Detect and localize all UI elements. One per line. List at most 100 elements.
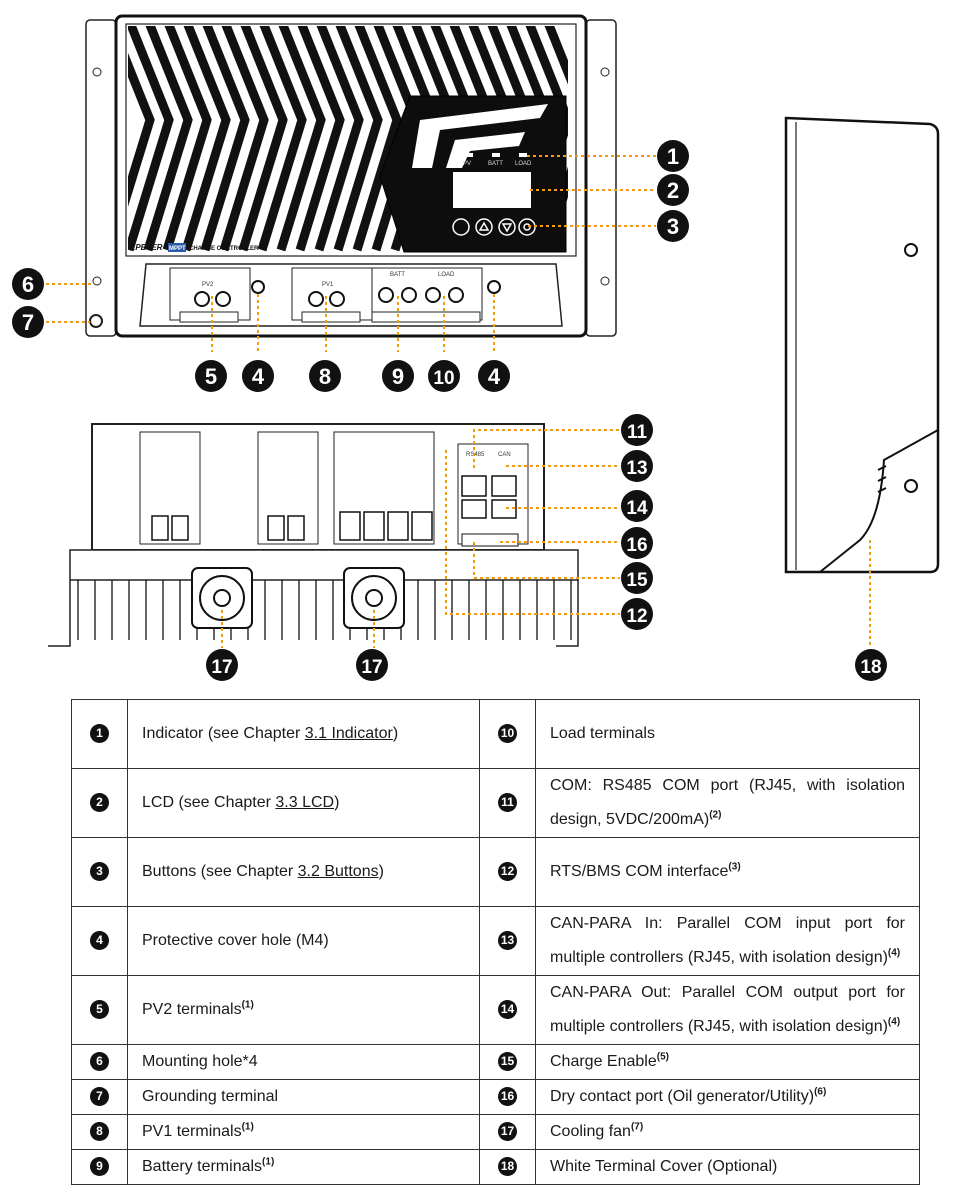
legend-text: Battery terminals(1) bbox=[127, 1149, 480, 1185]
callout-15: 15 bbox=[621, 562, 653, 594]
legend-text: White Terminal Cover (Optional) bbox=[535, 1149, 920, 1185]
number-badge: 5 bbox=[90, 1000, 109, 1020]
table-row: 9 Battery terminals(1) 18 White Terminal… bbox=[71, 1149, 920, 1185]
callout-14: 14 bbox=[621, 490, 653, 522]
svg-text:15: 15 bbox=[626, 570, 648, 591]
number-badge: 4 bbox=[90, 931, 109, 951]
number-badge: 10 bbox=[498, 724, 517, 744]
callout-3: 3 bbox=[657, 210, 689, 242]
product-line-label: CHARGE CONTROLLER bbox=[189, 246, 259, 252]
legend-text: Protective cover hole (M4) bbox=[127, 906, 480, 976]
indicator-leds: PV BATT LOAD bbox=[463, 153, 532, 167]
table-row: 2 LCD (see Chapter 3.3 LCD) 11 COM: RS48… bbox=[71, 768, 920, 838]
svg-text:6: 6 bbox=[22, 272, 34, 297]
legend-text: Cooling fan(7) bbox=[535, 1114, 920, 1150]
fin-stripe bbox=[295, 26, 345, 252]
fin-stripe bbox=[314, 26, 364, 252]
side-view bbox=[784, 116, 940, 574]
bottom-view: RS485 CAN bbox=[48, 423, 579, 647]
callout-7: 7 bbox=[12, 306, 44, 338]
table-row: 8 PV1 terminals(1) 17 Cooling fan(7) bbox=[71, 1114, 920, 1150]
number-badge: 12 bbox=[498, 862, 517, 882]
grounding-terminal-icon bbox=[89, 314, 103, 328]
callout-13: 13 bbox=[621, 450, 653, 482]
number-badge: 7 bbox=[90, 1087, 109, 1107]
callout-11: 11 bbox=[621, 414, 653, 446]
legend-text: PV1 terminals(1) bbox=[127, 1114, 480, 1150]
svg-text:1: 1 bbox=[667, 144, 679, 169]
callout-17b: 17 bbox=[356, 649, 388, 681]
up-button-icon bbox=[475, 218, 493, 236]
chapter-link[interactable]: 3.3 LCD bbox=[275, 794, 335, 811]
pv2-terminal-label: PV2 bbox=[202, 282, 214, 288]
number-badge: 2 bbox=[90, 793, 109, 813]
svg-text:17: 17 bbox=[211, 657, 232, 678]
table-row: 6 Mounting hole*4 15 Charge Enable(5) bbox=[71, 1044, 920, 1080]
callout-leaders bbox=[40, 155, 871, 648]
legend-text: Indicator (see Chapter 3.1 Indicator) bbox=[127, 699, 480, 769]
svg-text:3: 3 bbox=[667, 214, 679, 239]
fin-stripe bbox=[128, 52, 155, 207]
svg-text:4: 4 bbox=[252, 364, 265, 389]
callout-1: 1 bbox=[657, 140, 689, 172]
legend-text: LCD (see Chapter 3.3 LCD) bbox=[127, 768, 480, 838]
callout-4a: 4 bbox=[242, 360, 274, 392]
svg-text:2: 2 bbox=[667, 178, 679, 203]
callout-6: 6 bbox=[12, 268, 44, 300]
fin-stripe bbox=[219, 26, 269, 252]
svg-text:5: 5 bbox=[205, 364, 217, 389]
front-view: PV BATT LOAD EPEVER MPPT CHARGE CONTROLL… bbox=[85, 14, 617, 338]
svg-text:9: 9 bbox=[392, 364, 404, 389]
svg-text:13: 13 bbox=[626, 458, 647, 479]
mounting-hole-icon bbox=[92, 276, 102, 286]
fin-stripe bbox=[162, 26, 212, 252]
svg-text:12: 12 bbox=[626, 606, 647, 627]
svg-text:7: 7 bbox=[22, 310, 34, 335]
callout-12: 12 bbox=[621, 598, 653, 630]
fin-stripe bbox=[181, 26, 231, 252]
fin-stripe bbox=[143, 26, 193, 252]
table-row: 1 Indicator (see Chapter 3.1 Indicator) … bbox=[71, 699, 920, 769]
callout-16: 16 bbox=[621, 527, 653, 559]
svg-text:4: 4 bbox=[488, 364, 501, 389]
chapter-link[interactable]: 3.2 Buttons bbox=[297, 863, 379, 880]
callout-18: 18 bbox=[855, 649, 887, 681]
callout-9: 9 bbox=[382, 360, 414, 392]
table-row: 4 Protective cover hole (M4) 13 CAN-PARA… bbox=[71, 906, 920, 976]
dry-contact-block bbox=[461, 533, 519, 547]
legend-text: Mounting hole*4 bbox=[127, 1044, 480, 1080]
chapter-link[interactable]: 3.1 Indicator bbox=[304, 725, 393, 742]
legend-text: Buttons (see Chapter 3.2 Buttons) bbox=[127, 837, 480, 907]
callout-4b: 4 bbox=[478, 360, 510, 392]
legend-table: 1 Indicator (see Chapter 3.1 Indicator) … bbox=[71, 699, 920, 1185]
model-badge: MPPT bbox=[169, 246, 186, 252]
brand-logo: EPEVER bbox=[130, 243, 163, 252]
legend-text: Dry contact port (Oil generator/Utility)… bbox=[535, 1079, 920, 1115]
number-badge: 16 bbox=[498, 1087, 517, 1107]
number-badge: 3 bbox=[90, 862, 109, 882]
lcd-screen bbox=[453, 172, 531, 208]
fin-stripe bbox=[257, 26, 307, 252]
number-badge: 14 bbox=[498, 1000, 517, 1020]
callout-8: 8 bbox=[309, 360, 341, 392]
number-badge: 11 bbox=[498, 793, 517, 813]
number-badge: 18 bbox=[498, 1157, 517, 1177]
legend-text: CAN-PARA In: Parallel COM input port for… bbox=[535, 906, 920, 976]
fin-stripe bbox=[352, 26, 402, 252]
down-button-icon bbox=[498, 218, 516, 236]
batt-terminal-label: BATT bbox=[390, 272, 405, 278]
legend-text: Load terminals bbox=[535, 699, 920, 769]
number-badge: 15 bbox=[498, 1052, 517, 1072]
product-diagram: PV BATT LOAD EPEVER MPPT CHARGE CONTROLL… bbox=[12, 14, 940, 681]
callout-markers: 1 2 3 6 7 5 4 8 9 10 4 11 13 14 16 15 12… bbox=[12, 140, 887, 681]
number-badge: 13 bbox=[498, 931, 517, 951]
callout-5: 5 bbox=[195, 360, 227, 392]
legend-text: COM: RS485 COM port (RJ45, with isolatio… bbox=[535, 768, 920, 838]
legend-text: PV2 terminals(1) bbox=[127, 975, 480, 1045]
legend-text: RTS/BMS COM interface(3) bbox=[535, 837, 920, 907]
legend-text: CAN-PARA Out: Parallel COM output port f… bbox=[535, 975, 920, 1045]
rj45-ports bbox=[461, 475, 517, 519]
table-row: 7 Grounding terminal 16 Dry contact port… bbox=[71, 1079, 920, 1115]
svg-text:8: 8 bbox=[319, 364, 331, 389]
callout-2: 2 bbox=[657, 174, 689, 206]
